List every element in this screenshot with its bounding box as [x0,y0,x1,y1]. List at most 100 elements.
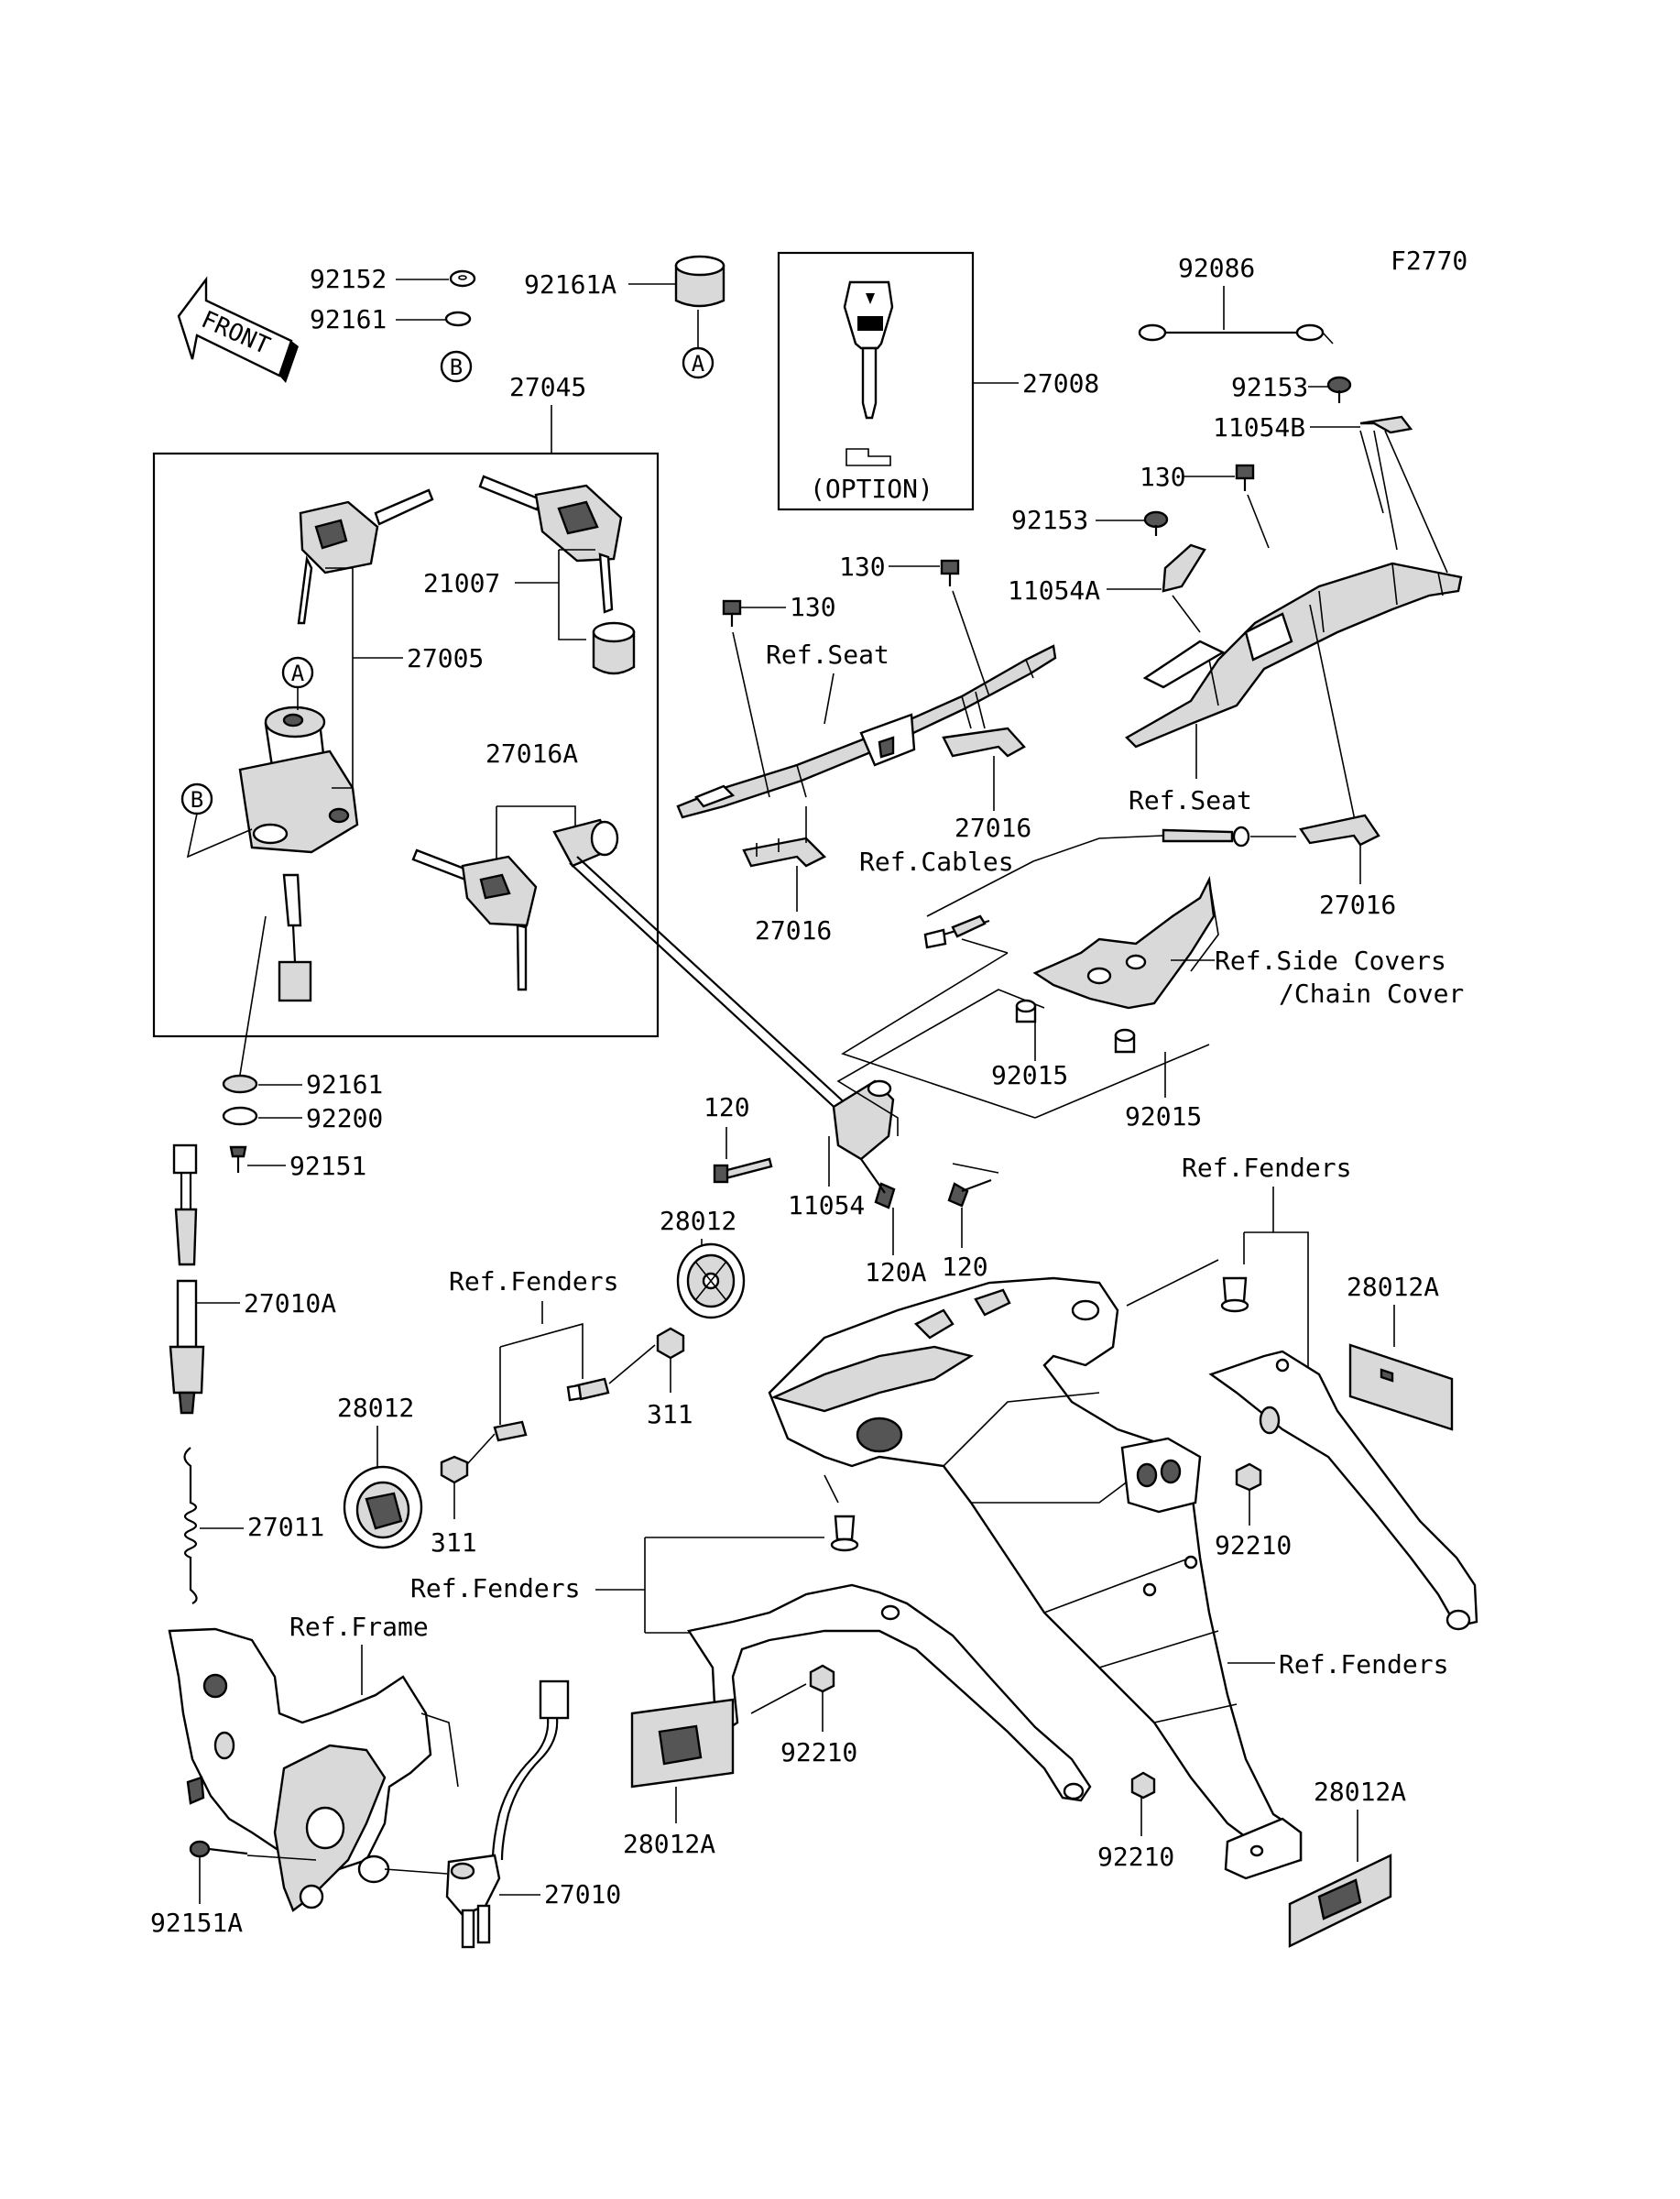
key-pair-27016A-icon [411,848,538,991]
figure-code: F2770 [1391,246,1467,276]
ref-fenders-a: Ref.Fenders [449,1266,618,1296]
label-27016-c: 27016 [1319,890,1396,920]
label-92153-a: 92153 [1231,372,1308,402]
ref-side-covers: Ref.Side Covers [1215,946,1446,976]
bolt-stud-mid-icon [493,1420,528,1442]
ref-chain-cover: /Chain Cover [1279,979,1464,1009]
ref-seat-b: Ref.Seat [1129,785,1252,815]
seat-frame-right-icon [1125,562,1463,749]
bolt-stud-left-icon [830,1515,859,1552]
bolt-stud-right-icon [1220,1276,1249,1313]
label-11054: 11054 [788,1190,865,1220]
wire-92086-icon [1138,323,1325,342]
label-92152: 92152 [310,264,387,294]
bolt-120-left-icon [713,1157,773,1184]
bolt-130-seat-left-icon [722,599,742,627]
clip-27016-c-icon [1299,814,1380,847]
bolt-130-seat-mid-icon [940,559,960,586]
label-27008: 27008 [1022,368,1099,399]
washer-92161-icon [444,311,472,327]
reflector-28012-bottom-icon [343,1465,423,1549]
label-92151: 92151 [289,1151,366,1181]
bracket-11054A-icon [1162,543,1206,593]
seat-frame-left-icon [676,644,1057,819]
label-11054B: 11054B [1213,412,1305,443]
bracket-11054B-icon [1359,415,1413,434]
sleeve-92161A-icon [674,255,725,308]
label-311-a: 311 [647,1399,693,1429]
nut-92210-right-icon [1235,1462,1262,1492]
label-21007: 21007 [423,568,500,598]
switch-27010-icon [445,1679,570,1949]
washer-92152-icon [449,269,476,288]
key-pair-right-icon [478,475,623,614]
label-27016A: 27016A [485,738,578,769]
label-28012A-c: 28012A [1314,1777,1406,1807]
label-27011: 27011 [247,1512,324,1542]
label-120A: 120A [865,1257,927,1287]
marker-a-top: A [692,351,705,377]
marker-a-switch: A [291,661,305,686]
ref-fenders-b: Ref.Fenders [1182,1153,1351,1183]
label-130-c: 130 [790,592,836,622]
ignition-switch-icon [238,706,359,1002]
fender-bracket-left-icon [687,1583,1092,1802]
bolt-120-right-icon [947,1178,992,1208]
clip-27016-a-icon [742,837,827,868]
label-28012A-a: 28012A [1347,1272,1439,1302]
nut-311-top-icon [656,1327,685,1360]
option-key-box [777,251,975,511]
label-92210-b: 92210 [780,1737,857,1767]
label-92161A: 92161A [524,269,616,300]
ref-fenders-d: Ref.Fenders [1279,1649,1448,1679]
nut-92210-bottom-icon [1130,1771,1156,1800]
seat-lock-icon [552,818,619,868]
label-92210-a: 92210 [1215,1530,1292,1560]
label-27010A: 27010A [244,1288,336,1318]
ref-seat-a: Ref.Seat [766,640,889,670]
side-cover-bracket-icon [1032,875,1219,1010]
label-130-b: 130 [839,552,886,582]
label-27005: 27005 [407,643,484,673]
label-311-b: 311 [431,1527,477,1558]
clip-27016-b-icon [942,727,1026,758]
bolt-130-right-icon [1235,464,1255,491]
nut-92210-left-icon [809,1664,835,1693]
washer-92200-icon [222,1106,258,1126]
frame-bracket-icon [168,1627,459,1912]
option-label: (OPTION) [810,474,933,504]
label-92200: 92200 [306,1103,383,1133]
reflector-28012A-top-icon [1348,1343,1454,1431]
bolt-120A-icon [860,1158,896,1209]
label-92015-a: 92015 [991,1060,1068,1090]
spring-27011-icon [183,1447,198,1604]
label-92161-mid: 92161 [306,1069,383,1100]
option-key-icon [843,280,894,466]
bolt-92151A-icon [189,1840,248,1858]
label-120-a: 120 [704,1092,750,1122]
collar-92015-a-icon [1015,999,1037,1023]
label-27016-a: 27016 [755,915,832,946]
key-pair-left-icon [297,488,434,625]
label-92086: 92086 [1178,253,1255,283]
reflector-28012-top-icon [676,1242,746,1319]
label-28012-a: 28012 [660,1206,736,1236]
ignition-set-box [152,452,660,1038]
nut-311-bottom-icon [440,1455,469,1484]
bolt-stud-top-icon [566,1377,610,1402]
label-130-a: 130 [1140,462,1186,492]
label-28012-b: 28012 [337,1393,414,1423]
reflector-28012A-left-icon [630,1698,735,1789]
ref-cables: Ref.Cables [859,847,1014,877]
label-92210-c: 92210 [1097,1842,1174,1872]
rear-fender-icon [768,1276,1303,1862]
label-92153-b: 92153 [1011,505,1088,535]
label-11054A: 11054A [1008,575,1100,606]
reflector-28012A-bottom-icon [1288,1854,1392,1948]
label-27010: 27010 [544,1879,621,1909]
washer-92161-mid-icon [222,1074,258,1094]
front-arrow-icon: FRONT [177,276,299,383]
screw-92151-icon [229,1145,247,1173]
ref-frame: Ref.Frame [289,1612,429,1642]
